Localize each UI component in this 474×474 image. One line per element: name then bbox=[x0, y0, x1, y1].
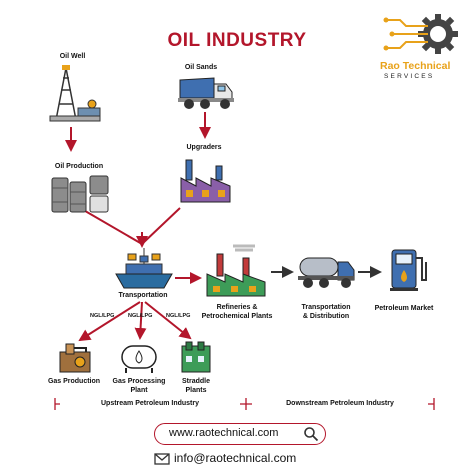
gas-production-icon bbox=[59, 343, 91, 373]
oil-barrels-icon bbox=[51, 175, 109, 213]
page-title: OIL INDUSTRY bbox=[167, 30, 307, 51]
mail-icon bbox=[154, 453, 170, 465]
straddle-line-2: Plants bbox=[185, 387, 207, 394]
node-straddle-label: Straddle Plants bbox=[170, 377, 222, 395]
search-icon[interactable] bbox=[303, 426, 319, 442]
edge-label-ngl-1: NGL/LPG bbox=[90, 313, 115, 319]
tanker-truck-icon bbox=[298, 257, 355, 288]
straddle-plant-icon bbox=[181, 341, 211, 373]
brand-tagline: SERVICES bbox=[384, 73, 435, 80]
node-gas-processing-label: Gas Processing Plant bbox=[108, 377, 170, 395]
brand-name: Rao Technical bbox=[380, 60, 451, 72]
node-transportation-label: Transportation bbox=[118, 292, 168, 299]
gas-tank-icon bbox=[121, 345, 157, 373]
straddle-line-1: Straddle bbox=[181, 378, 210, 385]
email-link[interactable]: info@raotechnical.com bbox=[152, 450, 332, 468]
fuel-pump-icon bbox=[390, 249, 427, 291]
cargo-ship-icon bbox=[115, 248, 173, 289]
downstream-segment-label: Downstream Petroleum Industry bbox=[252, 399, 428, 408]
dump-truck-icon bbox=[178, 77, 234, 109]
refinery-icon bbox=[206, 244, 266, 297]
node-gas-production-label: Gas Production bbox=[47, 378, 101, 385]
oil-well-icon bbox=[49, 65, 101, 122]
node-refineries-label: Refineries & Petrochemical Plants bbox=[198, 303, 276, 321]
node-oil-well-label: Oil Well bbox=[59, 53, 86, 60]
gas-processing-line-2: Plant bbox=[130, 387, 148, 394]
email-text: info@raotechnical.com bbox=[174, 451, 297, 465]
gear-icon bbox=[383, 14, 458, 54]
refineries-line-1: Refineries & bbox=[216, 304, 258, 311]
node-transport-distribution-label: Transportation & Distribution bbox=[290, 303, 362, 321]
edge-label-ngl-3: NGL/LPG bbox=[166, 313, 191, 319]
upstream-segment-label: Upstream Petroleum Industry bbox=[60, 399, 240, 408]
node-petroleum-market-label: Petroleum Market bbox=[374, 305, 434, 312]
gas-processing-line-1: Gas Processing bbox=[112, 378, 166, 385]
website-link[interactable]: www.raotechnical.com bbox=[154, 423, 326, 445]
brand-logo: Rao Technical SERVICES bbox=[378, 8, 470, 80]
upgrader-plant-icon bbox=[180, 159, 231, 203]
edge-label-ngl-2: NGL/LPG bbox=[128, 313, 153, 319]
refineries-line-2: Petrochemical Plants bbox=[201, 313, 273, 320]
node-upgraders-label: Upgraders bbox=[186, 144, 222, 151]
website-text: www.raotechnical.com bbox=[169, 427, 279, 439]
node-oil-sands-label: Oil Sands bbox=[184, 64, 218, 71]
transport-distribution-line-2: & Distribution bbox=[302, 313, 350, 320]
transport-distribution-line-1: Transportation bbox=[301, 304, 351, 311]
node-oil-production-label: Oil Production bbox=[54, 163, 104, 170]
